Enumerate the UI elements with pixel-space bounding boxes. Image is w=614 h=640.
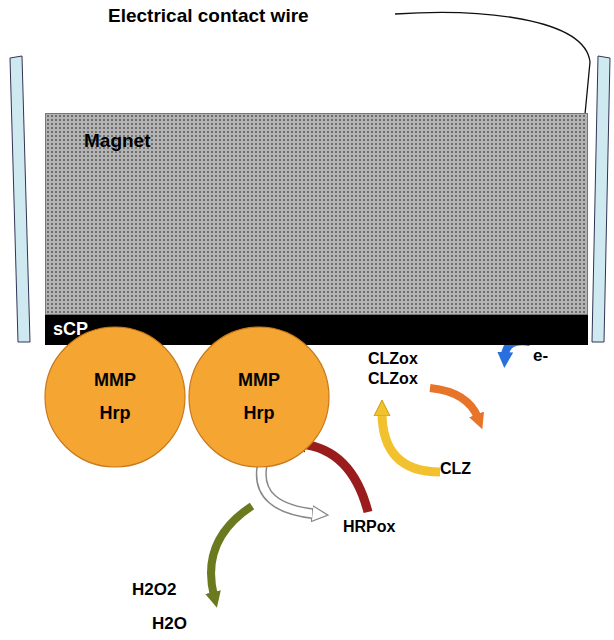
electron-label: e- xyxy=(533,346,548,366)
species-label: CLZ xyxy=(440,460,471,478)
container-wall xyxy=(592,56,610,342)
node-text: Hrp xyxy=(100,403,131,424)
node-text: MMP xyxy=(94,370,136,391)
oxidation-arrow xyxy=(430,388,478,418)
species-label: HRPox xyxy=(343,518,395,536)
species-label: CLZox xyxy=(368,350,418,368)
particle-circle: MMP Hrp xyxy=(44,326,186,468)
peroxide-arrow xyxy=(211,506,252,596)
enzyme-arrow xyxy=(302,444,368,512)
node-text: Magnet xyxy=(84,130,151,152)
substrate-arrow xyxy=(382,412,440,472)
species-label: H2O xyxy=(152,614,187,634)
magnet-block: Magnet xyxy=(45,113,588,315)
particle-outline xyxy=(44,326,186,468)
species-label: CLZox xyxy=(368,370,418,388)
node-text: MMP xyxy=(238,370,280,391)
wire-label: Electrical contact wire xyxy=(108,5,309,27)
container-wall xyxy=(10,56,30,342)
particle-outline xyxy=(188,326,330,468)
enzyme-ox-arrow xyxy=(261,466,316,514)
enzyme-ox-arrow xyxy=(261,466,316,514)
node-text: Hrp xyxy=(244,403,275,424)
particle-circle: MMP Hrp xyxy=(188,326,330,468)
species-label: H2O2 xyxy=(132,580,176,600)
